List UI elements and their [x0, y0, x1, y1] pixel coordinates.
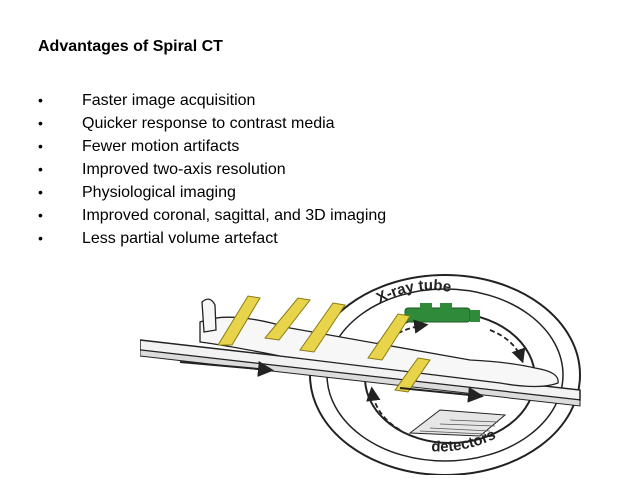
list-item: • Quicker response to contrast media: [38, 112, 386, 135]
bullet-icon: •: [38, 161, 43, 177]
spiral-helix: [217, 295, 431, 393]
slide-title: Advantages of Spiral CT: [38, 38, 223, 55]
bullet-icon: •: [38, 115, 43, 131]
list-item: • Improved two-axis resolution: [38, 158, 386, 181]
list-item-text: Improved two-axis resolution: [82, 161, 286, 178]
table-direction-arrow-left: [179, 360, 274, 377]
list-item: • Faster image acquisition: [38, 89, 386, 112]
list-item: • Fewer motion artifacts: [38, 135, 386, 158]
advantages-list: • Faster image acquisition • Quicker respo…: [38, 89, 386, 250]
list-item-text: Quicker response to contrast media: [82, 115, 335, 132]
rotation-arrow-bottom: [366, 386, 401, 431]
bullet-icon: •: [38, 138, 43, 154]
list-item-text: Fewer motion artifacts: [82, 138, 240, 155]
list-item-text: Improved coronal, sagittal, and 3D imagi…: [82, 207, 387, 224]
bullet-icon: •: [38, 207, 43, 223]
rotation-arrow-right: [489, 329, 526, 364]
list-item: • Improved coronal, sagittal, and 3D imag…: [38, 204, 386, 227]
list-item: • Less partial volume artefact: [38, 227, 386, 250]
patient-feet-icon: [201, 298, 217, 333]
bullet-icon: •: [38, 92, 43, 108]
table-direction-arrow-right: [399, 386, 484, 403]
spiral-ct-illustration: X-ray tube detectors: [140, 274, 581, 475]
list-item-text: Faster image acquisition: [82, 92, 256, 109]
list-item-text: Less partial volume artefact: [82, 230, 278, 247]
bullet-icon: •: [38, 184, 43, 200]
detector-array-icon: [408, 409, 507, 437]
bullet-icon: •: [38, 230, 43, 246]
list-item-text: Physiological imaging: [82, 184, 236, 201]
list-item: • Physiological imaging: [38, 181, 386, 204]
